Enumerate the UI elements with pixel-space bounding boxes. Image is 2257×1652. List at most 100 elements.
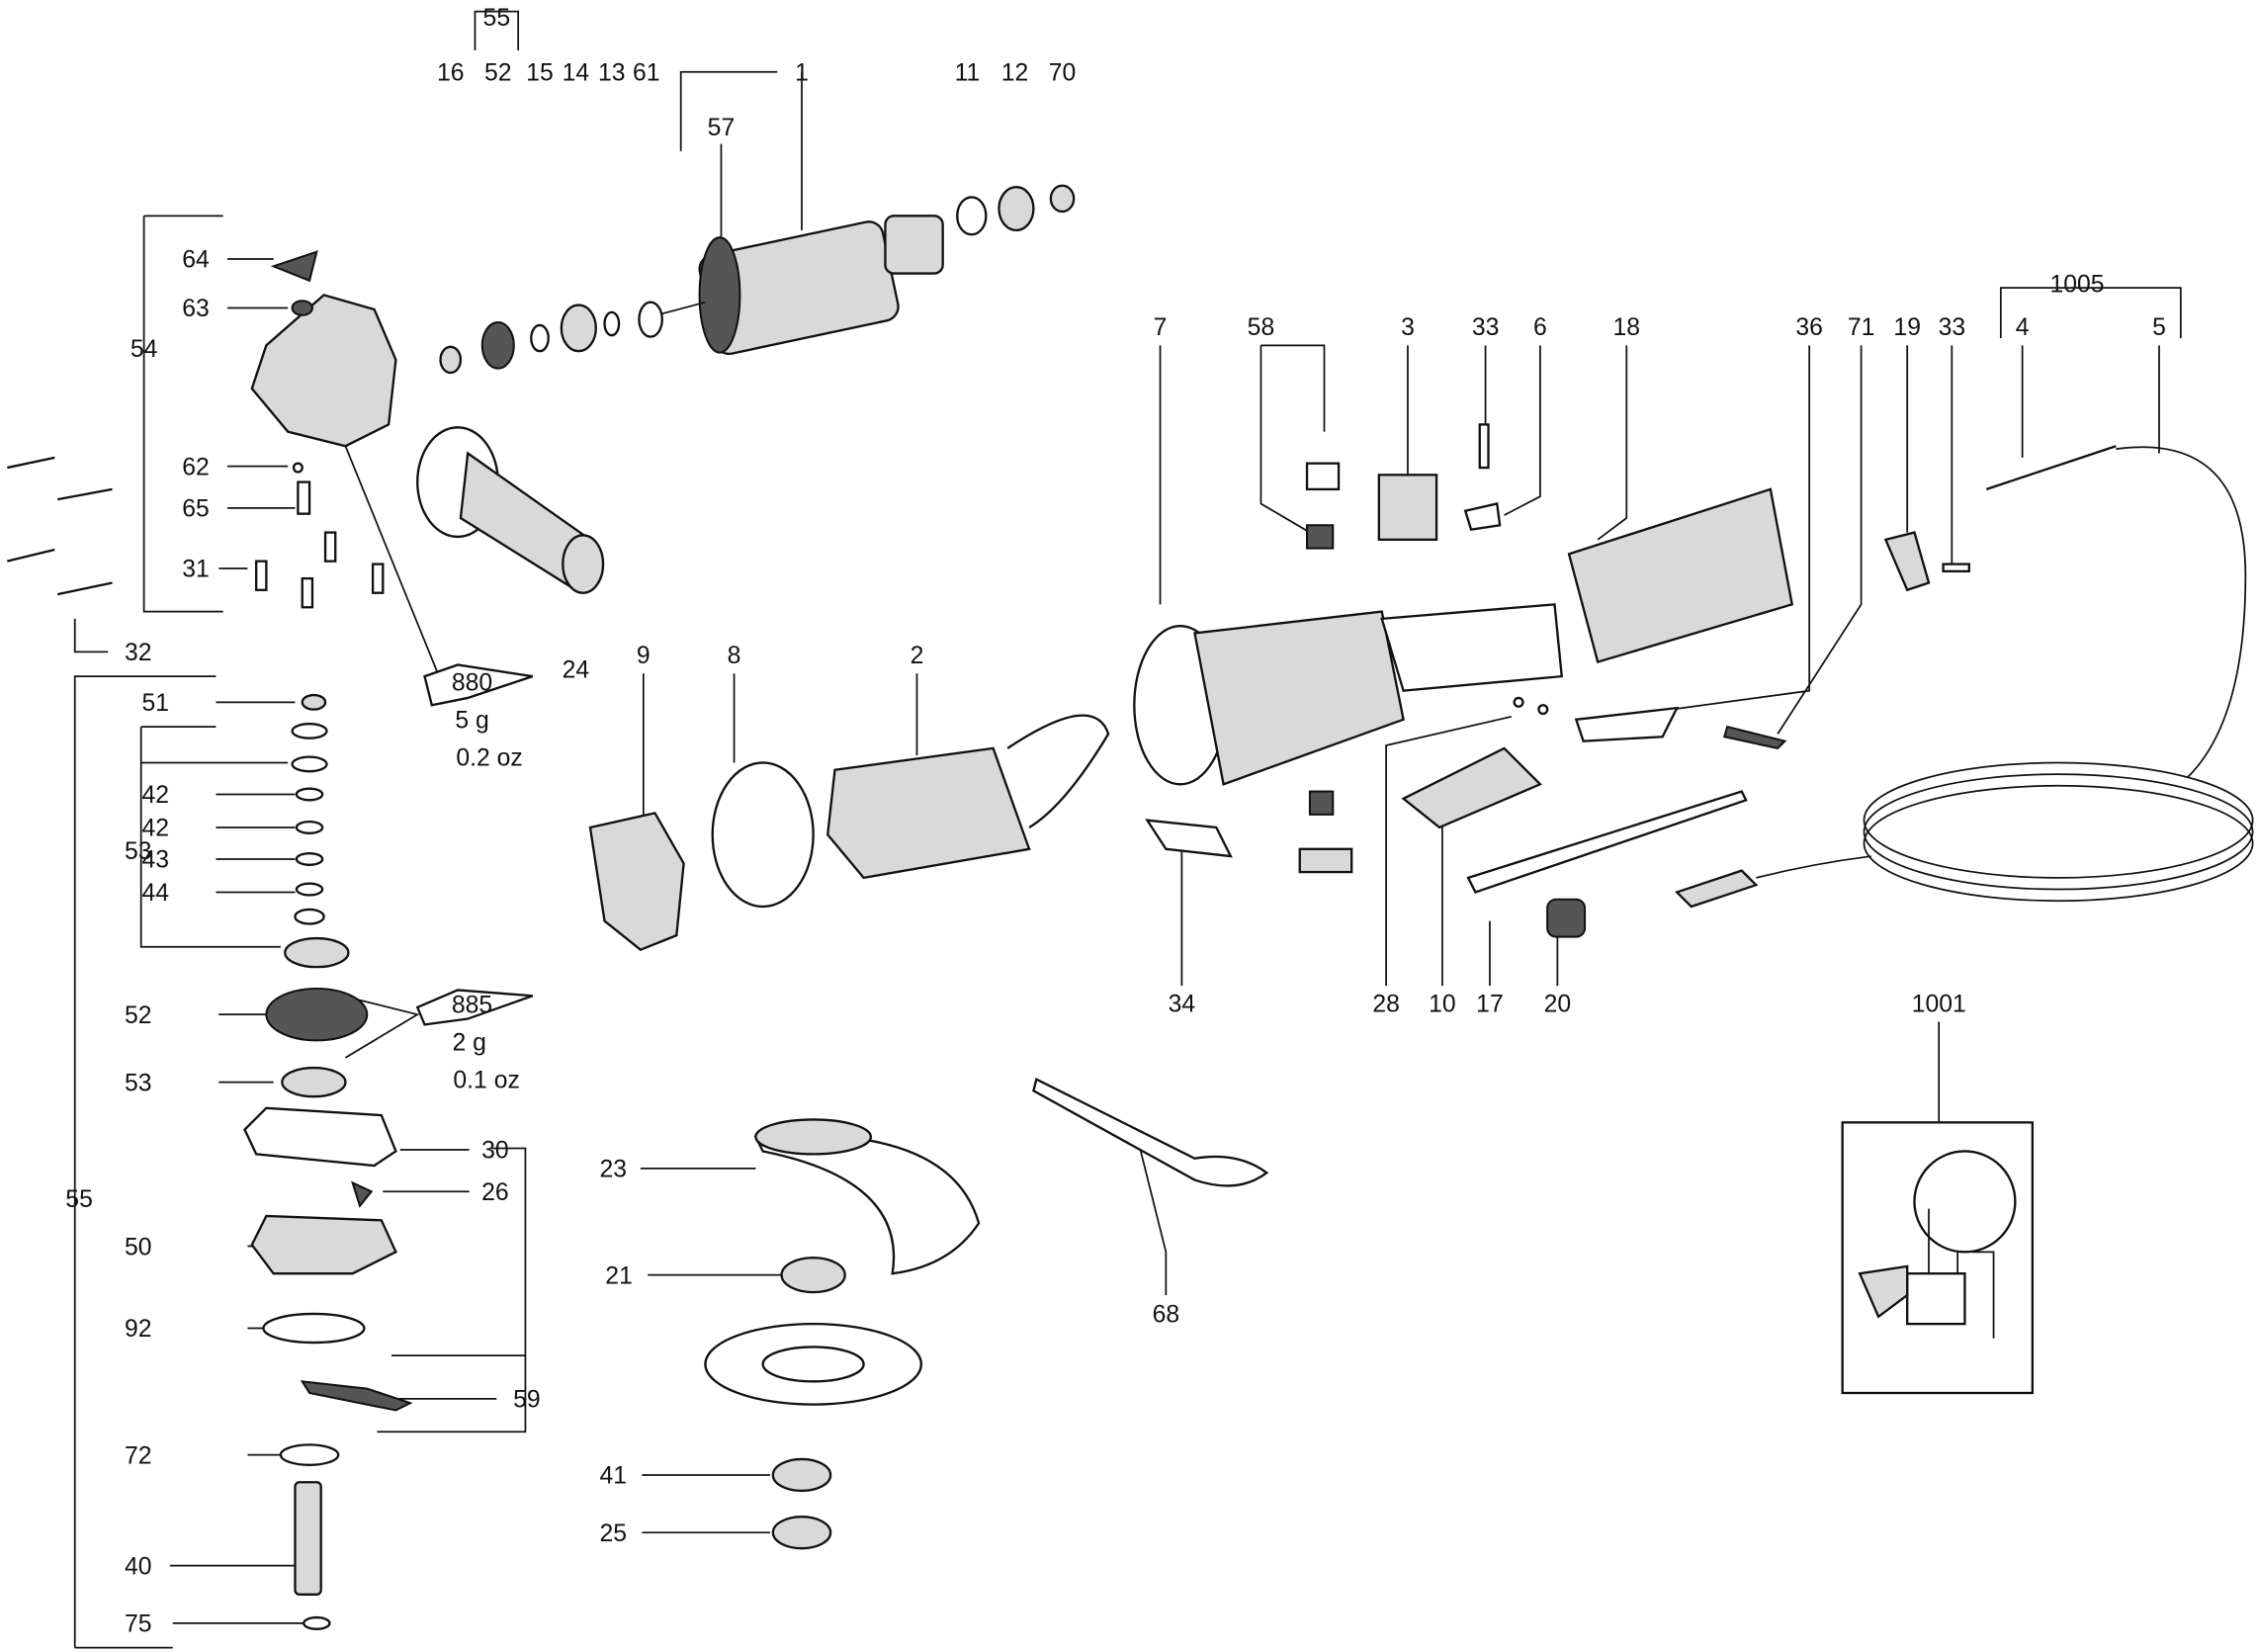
washer-13: [603, 310, 621, 337]
label-68: 68: [1153, 1302, 1180, 1329]
label-9: 9: [637, 643, 651, 669]
label-8: 8: [728, 643, 741, 669]
label-55: 55: [483, 5, 511, 32]
part-19: [1883, 531, 1931, 592]
guard-23: [753, 1118, 981, 1275]
power-cord: [1675, 445, 2254, 909]
label-1: 1: [795, 60, 809, 87]
spring-63: [291, 300, 313, 316]
plug: [1675, 869, 1759, 909]
part-58: [1305, 462, 1341, 491]
label-92: 92: [125, 1316, 152, 1343]
label-34: 34: [1169, 991, 1196, 1017]
wrench-68: [1032, 1077, 1269, 1187]
label-10: 10: [1429, 991, 1456, 1017]
label-72: 72: [125, 1442, 152, 1469]
wiring-diagram-1001: [1841, 1121, 2035, 1395]
label-63: 63: [182, 296, 210, 322]
label-64: 64: [182, 247, 210, 274]
flange-nut-41: [771, 1457, 832, 1493]
bearing-11: [956, 196, 988, 236]
label-61: 61: [633, 60, 660, 87]
label-40: 40: [125, 1553, 152, 1580]
circlip-61: [638, 301, 663, 338]
part-6: [1463, 502, 1502, 531]
label-55: 55: [65, 1186, 93, 1213]
clamp-nut-25: [771, 1516, 832, 1550]
label-70: 70: [1049, 60, 1077, 87]
label-32: 32: [125, 640, 152, 666]
grease-code: 885: [452, 993, 492, 1019]
fan: [698, 236, 741, 354]
grease-tube-880: 880 5 g 0.2 oz: [423, 663, 534, 771]
cover-18: [1567, 487, 1794, 664]
label-36: [1574, 706, 1680, 742]
label-54: 54: [130, 336, 158, 363]
slide-17: [1466, 790, 1748, 894]
label-7: 7: [1154, 314, 1168, 341]
stator-2: [825, 746, 1031, 880]
grease-weight: 5 g: [455, 708, 488, 735]
label-26: 26: [481, 1179, 509, 1206]
nut-16: [439, 345, 463, 375]
label-24: 24: [563, 657, 590, 684]
grease-weight-oz: 0.1 oz: [453, 1067, 519, 1093]
label-31: 31: [182, 557, 210, 583]
label-11: 11: [955, 60, 981, 87]
label-14: 14: [563, 60, 590, 87]
bearing-12: [998, 186, 1035, 232]
label-25: 25: [599, 1521, 627, 1547]
bevel-gear-52: [265, 987, 369, 1042]
flange-50: [250, 1214, 397, 1275]
grease-weight: 2 g: [452, 1030, 485, 1057]
label-5: 5: [2152, 314, 2166, 341]
label-62: 62: [182, 454, 210, 480]
label-44: 44: [141, 880, 169, 907]
label-42: 42: [141, 816, 169, 842]
grease-weight-oz: 0.2 oz: [456, 744, 522, 771]
part-70: [1049, 184, 1076, 214]
gear-housing-54: [7, 250, 397, 609]
lever-59: [300, 1380, 413, 1412]
label-42: 42: [141, 782, 169, 809]
grease-tube-885: 885 2 g 0.1 oz: [415, 989, 534, 1093]
screw-33: [1478, 423, 1490, 470]
label-58: 58: [1248, 314, 1275, 341]
label-71: 71: [1848, 314, 1875, 341]
label-75: 75: [125, 1611, 152, 1638]
label-2: 2: [911, 643, 924, 669]
label-28: 28: [1372, 991, 1400, 1017]
part-64: [270, 250, 318, 283]
part-71: [1723, 725, 1787, 750]
label-43: 43: [141, 847, 169, 874]
label-21: 21: [605, 1262, 633, 1289]
label-1005: 1005: [2049, 271, 2104, 298]
side-handle-24: [416, 426, 605, 594]
grease-code: 880: [452, 670, 492, 697]
bearing-14: [560, 304, 597, 353]
commutator: [884, 215, 944, 275]
o-ring-92: [262, 1312, 366, 1345]
flange-21: [780, 1257, 846, 1294]
switch-parts: [1145, 423, 1970, 938]
label-1001: 1001: [1912, 991, 1966, 1017]
label-53: 53: [125, 838, 152, 865]
label-57: 57: [708, 115, 736, 141]
label-33: 33: [1939, 314, 1966, 341]
screw-33b: [1942, 563, 1970, 573]
label-51: 51: [141, 690, 169, 717]
label-59: 59: [513, 1387, 541, 1414]
part-20: [1546, 898, 1587, 938]
label-53: 53: [125, 1070, 152, 1096]
label-65: 65: [182, 496, 210, 523]
motor-housing-7: [1193, 610, 1405, 786]
spindle-stack: [243, 693, 413, 1630]
washer-15: [530, 323, 550, 353]
label-30: 30: [481, 1138, 509, 1165]
label-17: 17: [1476, 991, 1504, 1017]
label-52: 52: [125, 1002, 152, 1029]
label-23: 23: [599, 1157, 627, 1183]
label-41: 41: [599, 1463, 627, 1490]
label-6: 6: [1533, 314, 1547, 341]
label-33: 33: [1472, 314, 1500, 341]
